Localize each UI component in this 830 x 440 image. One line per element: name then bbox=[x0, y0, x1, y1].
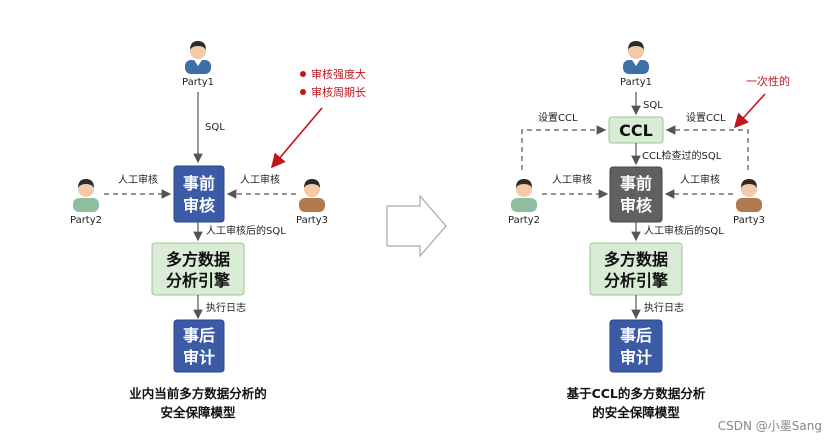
left-diagram: Party1 SQL Party2 Party3 人工审核 人工审核 事前 审核… bbox=[70, 41, 366, 420]
r-manual-review-left-label: 人工审核 bbox=[552, 173, 592, 186]
r-post-audit-box-line1: 事后 bbox=[620, 326, 652, 345]
pre-review-box-line2: 审核 bbox=[183, 196, 215, 215]
r-party1-person-icon bbox=[623, 41, 649, 74]
engine-box-line2: 分析引擎 bbox=[166, 271, 231, 290]
r-party1-label: Party1 bbox=[620, 77, 652, 88]
manual-review-right-label: 人工审核 bbox=[240, 173, 280, 186]
sql-label: SQL bbox=[205, 122, 225, 133]
left-caption-line2: 安全保障模型 bbox=[160, 405, 236, 420]
transition-arrow-icon bbox=[386, 194, 447, 258]
engine-box-line1: 多方数据 bbox=[166, 250, 230, 269]
post-audit-box-line1: 事后 bbox=[183, 326, 215, 345]
exec-log-label: 执行日志 bbox=[206, 301, 246, 314]
r-party2-label: Party2 bbox=[508, 215, 540, 226]
note-bullet-2 bbox=[300, 89, 306, 95]
r-engine-box-line2: 分析引擎 bbox=[604, 271, 669, 290]
party2-label: Party2 bbox=[70, 215, 102, 226]
r-pre-review-box-line2: 审核 bbox=[620, 196, 652, 215]
r-reviewed-sql-label: 人工审核后的SQL bbox=[644, 224, 724, 237]
right-diagram: Party1 SQL CCL 设置CCL 设置CCL 一次性的 CCL检查过的S… bbox=[508, 41, 790, 420]
r-manual-review-right-label: 人工审核 bbox=[680, 173, 720, 186]
note-long-cycle: 审核周期长 bbox=[311, 85, 366, 99]
r-pre-review-box-line1: 事前 bbox=[620, 174, 652, 193]
note-strong-review: 审核强度大 bbox=[311, 67, 366, 81]
party1-label: Party1 bbox=[182, 77, 214, 88]
note-red-arrow bbox=[270, 107, 323, 169]
set-ccl-left-arrow bbox=[521, 125, 607, 170]
post-audit-box-line2: 审计 bbox=[183, 348, 215, 367]
party3-person-icon bbox=[299, 179, 325, 212]
right-caption-line1: 基于CCL的多方数据分析 bbox=[566, 386, 706, 401]
one-time-note: 一次性的 bbox=[746, 74, 790, 88]
r-party2-person-icon bbox=[511, 179, 537, 212]
pre-review-box-line1: 事前 bbox=[183, 174, 215, 193]
party3-label: Party3 bbox=[296, 215, 328, 226]
manual-review-left-label: 人工审核 bbox=[118, 173, 158, 186]
left-caption-line1: 业内当前多方数据分析的 bbox=[129, 386, 267, 401]
r-post-audit-box-line2: 审计 bbox=[620, 348, 652, 367]
set-ccl-right-arrow bbox=[665, 125, 749, 170]
r-sql-label: SQL bbox=[643, 100, 663, 111]
ccl-checked-sql-label: CCL检查过的SQL bbox=[642, 149, 722, 162]
post-audit-box bbox=[173, 319, 225, 373]
ccl-box-label: CCL bbox=[619, 121, 653, 140]
note-bullet-1 bbox=[300, 71, 306, 77]
right-caption-line2: 的安全保障模型 bbox=[592, 405, 680, 420]
watermark: CSDN @小墨Sang bbox=[718, 419, 822, 433]
reviewed-sql-label: 人工审核后的SQL bbox=[206, 224, 286, 237]
r-party3-label: Party3 bbox=[733, 215, 765, 226]
r-party3-person-icon bbox=[736, 179, 762, 212]
party1-person-icon bbox=[185, 41, 211, 74]
pre-review-box bbox=[173, 165, 225, 223]
set-ccl-left-label: 设置CCL bbox=[538, 112, 578, 124]
party2-person-icon bbox=[73, 179, 99, 212]
r-exec-log-label: 执行日志 bbox=[644, 301, 684, 314]
set-ccl-right-label: 设置CCL bbox=[686, 112, 726, 124]
one-time-red-arrow bbox=[733, 93, 766, 129]
r-post-audit-box bbox=[609, 319, 663, 373]
r-engine-box-line1: 多方数据 bbox=[604, 250, 668, 269]
